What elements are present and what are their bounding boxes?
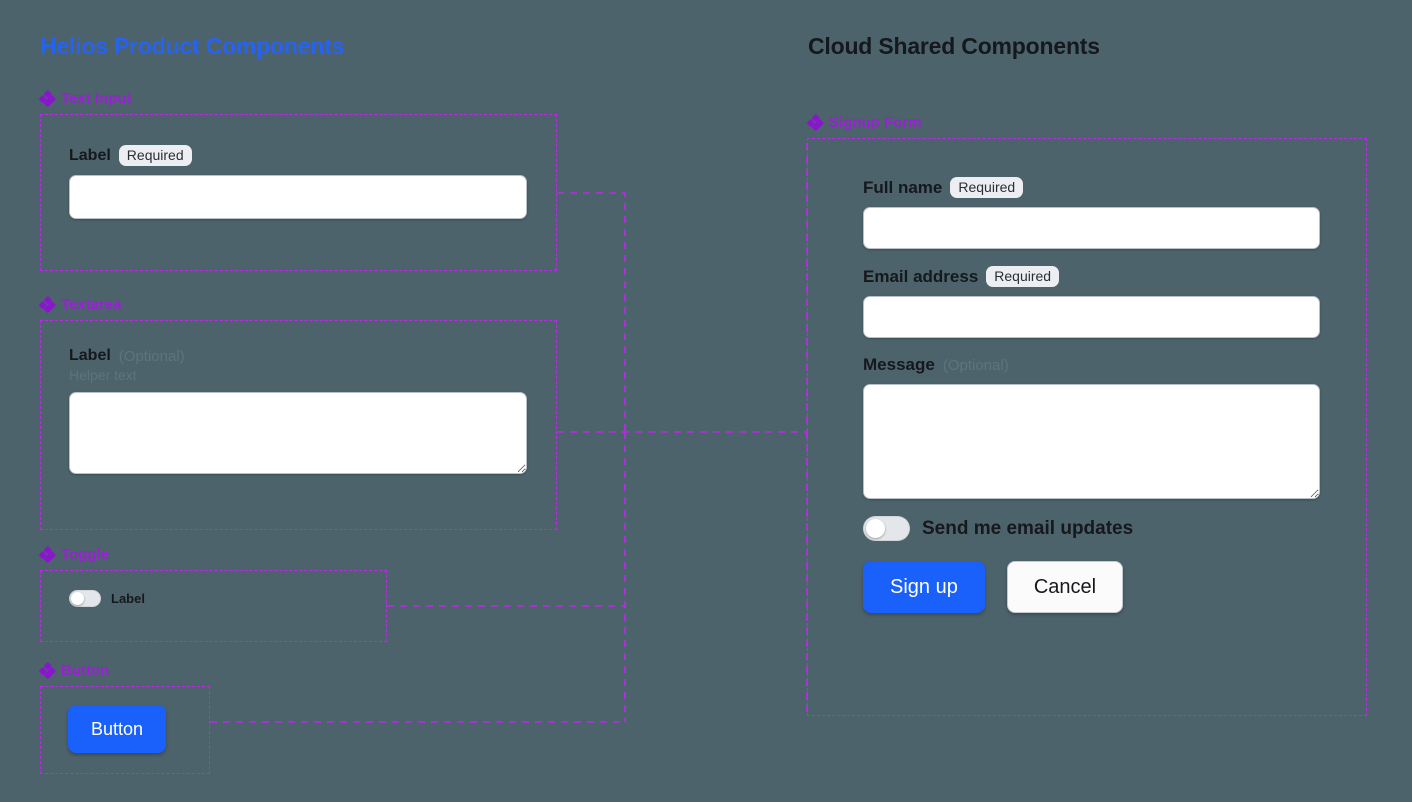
message-label: Message bbox=[863, 355, 935, 374]
textarea-field[interactable] bbox=[69, 392, 527, 474]
components-diamond-icon bbox=[39, 296, 56, 313]
form-actions: Sign up Cancel bbox=[863, 561, 1366, 613]
toggle-row[interactable]: Label bbox=[41, 571, 386, 607]
components-diamond-icon bbox=[39, 662, 56, 679]
component-frame-button: Button bbox=[40, 686, 210, 774]
section-heading-textarea: Textarea bbox=[39, 296, 122, 313]
section-heading-label: Text Input bbox=[61, 90, 132, 107]
text-input-field[interactable] bbox=[69, 175, 527, 219]
required-badge: Required bbox=[118, 145, 192, 166]
textarea-label: Label bbox=[69, 347, 111, 364]
required-badge: Required bbox=[986, 266, 1060, 287]
component-frame-textarea: Label (Optional) Helper text bbox=[40, 320, 557, 530]
section-heading-label: Textarea bbox=[61, 296, 122, 313]
email-address-label: Email address bbox=[863, 266, 979, 286]
component-frame-text-input: Label Required bbox=[40, 114, 557, 271]
required-badge: Required bbox=[950, 177, 1024, 198]
field-label-row: Email address Required bbox=[863, 266, 1366, 287]
optional-tag: (Optional) bbox=[118, 347, 185, 365]
email-updates-toggle-row[interactable]: Send me email updates bbox=[863, 516, 1366, 541]
full-name-input[interactable] bbox=[863, 207, 1320, 249]
section-heading-button: Button bbox=[39, 662, 110, 679]
field-label-row: Message (Optional) bbox=[863, 355, 1366, 375]
sign-up-button[interactable]: Sign up bbox=[863, 561, 985, 613]
components-diamond-icon bbox=[807, 114, 824, 131]
field-label-row: Label Required bbox=[69, 145, 528, 166]
field-label-row: Label (Optional) bbox=[69, 347, 528, 365]
component-frame-signup-form: Full name Required Email address Require… bbox=[807, 138, 1367, 716]
section-heading-label: Toggle bbox=[61, 546, 110, 563]
toggle-switch[interactable] bbox=[69, 590, 101, 607]
components-diamond-icon bbox=[39, 90, 56, 107]
component-frame-toggle: Label bbox=[40, 570, 387, 642]
section-heading-label: Button bbox=[61, 662, 110, 679]
connector-text-input bbox=[557, 192, 626, 432]
right-column-title: Cloud Shared Components bbox=[808, 33, 1100, 59]
left-column-title: Helios Product Components bbox=[40, 33, 345, 59]
toggle-label: Label bbox=[111, 591, 145, 606]
section-heading-label: Signup Form bbox=[829, 114, 922, 131]
email-updates-label: Send me email updates bbox=[922, 517, 1134, 539]
section-heading-text-input: Text Input bbox=[39, 90, 132, 107]
toggle-knob bbox=[866, 519, 885, 538]
cancel-button[interactable]: Cancel bbox=[1006, 561, 1124, 613]
message-textarea[interactable] bbox=[863, 384, 1320, 499]
field-label-row: Full name Required bbox=[863, 177, 1366, 198]
section-heading-signup-form: Signup Form bbox=[807, 114, 922, 131]
optional-tag: (Optional) bbox=[942, 356, 1009, 374]
email-updates-toggle[interactable] bbox=[863, 516, 910, 541]
text-input-label: Label bbox=[69, 146, 111, 164]
section-heading-toggle: Toggle bbox=[39, 546, 110, 563]
demo-button[interactable]: Button bbox=[68, 705, 167, 753]
full-name-label: Full name bbox=[863, 177, 943, 197]
toggle-knob bbox=[71, 592, 84, 605]
email-address-input[interactable] bbox=[863, 296, 1320, 338]
components-diamond-icon bbox=[39, 546, 56, 563]
textarea-helper-text: Helper text bbox=[69, 367, 137, 383]
